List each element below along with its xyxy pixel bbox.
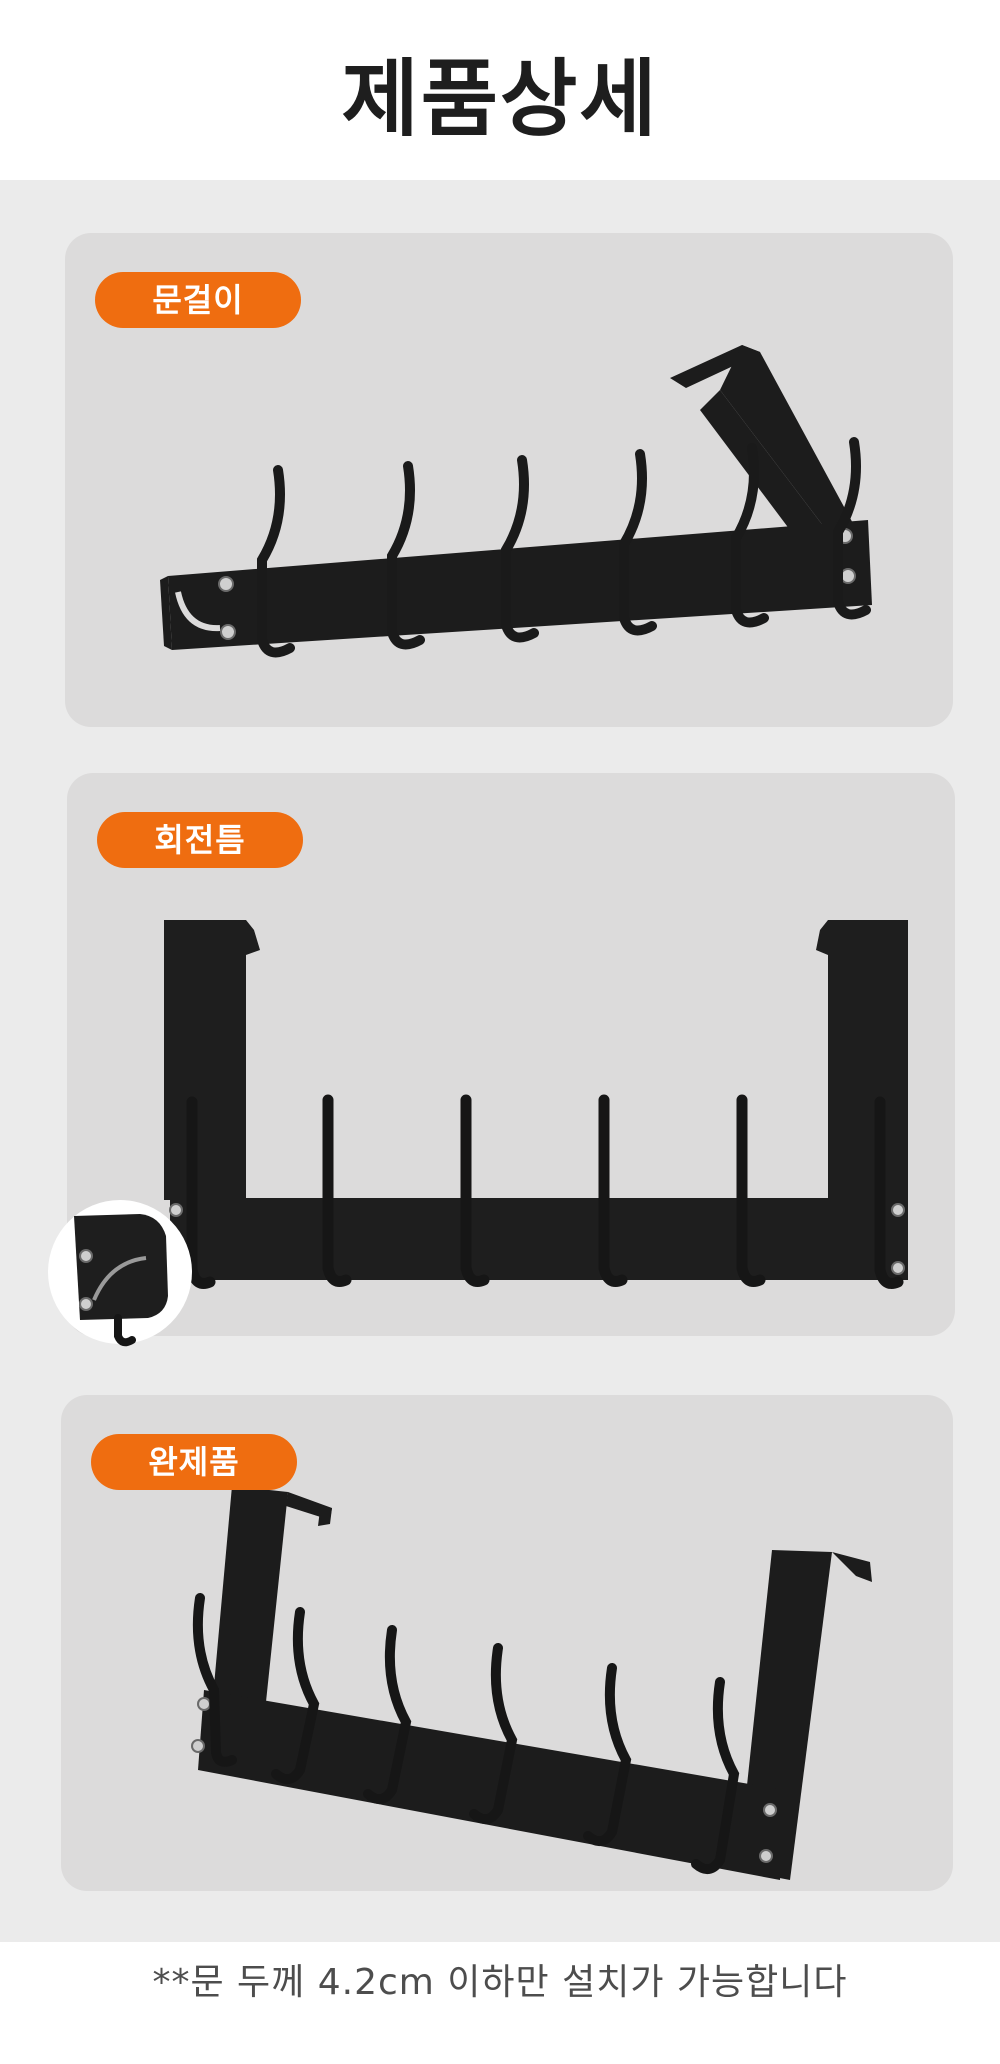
- section-label-door-hook: 문걸이: [95, 272, 301, 328]
- page-title: 제품상세: [341, 50, 659, 148]
- section-label-rotating-hinge: 회전틈: [97, 812, 303, 868]
- section-label-assembled: 완제품: [91, 1434, 297, 1490]
- install-note: **문 두께 4.2cm 이하만 설치가 가능합니다: [152, 1962, 848, 2003]
